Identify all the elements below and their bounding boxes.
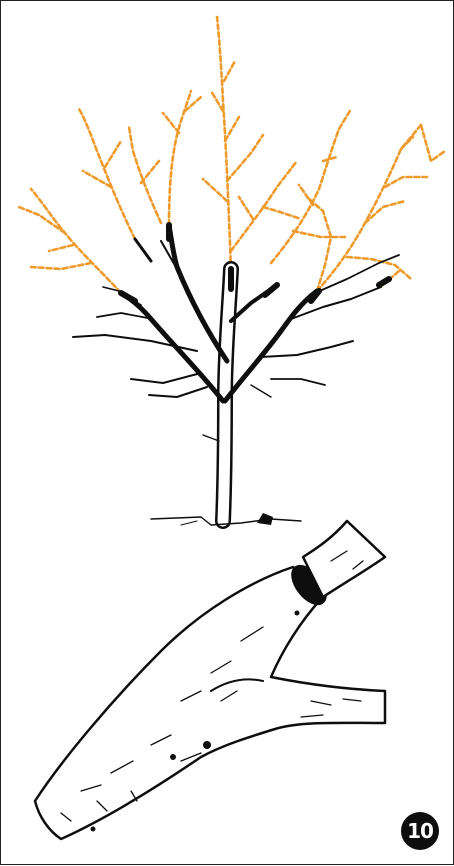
figure-number-badge: 10 bbox=[401, 812, 439, 850]
retained-tree bbox=[72, 222, 400, 529]
removed-branches bbox=[17, 15, 447, 295]
figure-number-label: 10 bbox=[407, 819, 434, 843]
stone-mark bbox=[257, 513, 273, 525]
cut-stubs bbox=[118, 222, 392, 304]
